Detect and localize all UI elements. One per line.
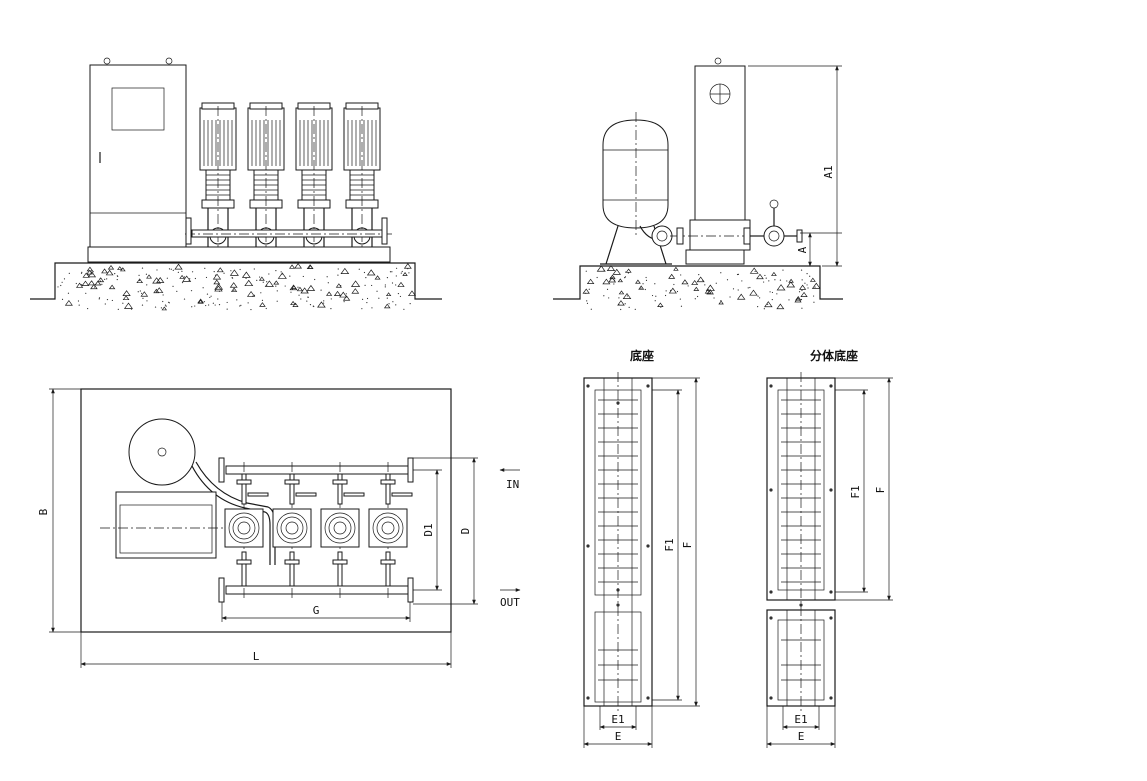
base-f-label: F: [681, 542, 694, 549]
dimension-a1-label: A1: [822, 165, 835, 178]
dimension-b-label: B: [37, 508, 50, 515]
pressure-tank: [602, 119, 669, 229]
base-f1-label: F1: [663, 538, 676, 551]
side-view: A1 A: [553, 57, 843, 311]
plan-pump-1: [224, 462, 269, 598]
plan-pump-3: [320, 462, 365, 598]
front-base-frame: [87, 246, 391, 263]
plan-pump-4: [368, 462, 413, 598]
control-cabinet: [89, 64, 187, 248]
plan-cabinet: [115, 491, 217, 559]
plan-pressure-tank: [128, 418, 196, 486]
dimension-l-label: L: [253, 650, 260, 663]
base-e-label: E: [615, 730, 622, 743]
split-f-label: F: [874, 487, 887, 494]
front-pump-2: [247, 102, 285, 250]
side-foundation-outline: [553, 265, 843, 300]
dimension-a-label: A: [796, 246, 809, 253]
base-caption: 底座: [630, 348, 654, 363]
inlet-label: IN: [506, 478, 519, 491]
plan-outlet-manifold: [225, 585, 413, 595]
dimension-d1-label: D1: [422, 523, 435, 536]
front-foundation-outline: [30, 262, 442, 300]
outlet-label: OUT: [500, 596, 520, 609]
front-pumps: [199, 102, 381, 250]
side-gravel-pattern: [582, 265, 821, 311]
side-base: [685, 249, 745, 265]
split-f1-label: F1: [849, 485, 862, 498]
dimension-g-label: G: [313, 604, 320, 617]
base-drawing: 底座 F1 F E1 E: [583, 348, 700, 748]
front-gravel-pattern: [57, 262, 417, 311]
base-e1-label: E1: [611, 713, 624, 726]
split-e1-label: E1: [794, 713, 807, 726]
front-pump-4: [343, 102, 381, 250]
plan-view: B L G D1 D IN OUT: [37, 388, 521, 668]
plan-pumps: [224, 462, 413, 598]
front-pump-3: [295, 102, 333, 250]
split-e-label: E: [798, 730, 805, 743]
dimension-d-label: D: [459, 528, 472, 535]
plan-pump-2: [272, 462, 317, 598]
plan-inlet-manifold: [225, 465, 413, 475]
front-discharge-manifold: [191, 229, 383, 238]
front-pump-1: [199, 102, 237, 250]
plan-foundation: [80, 388, 452, 633]
split-base-drawing: 分体底座 F1 F E1 E: [766, 348, 893, 748]
split-base-caption: 分体底座: [810, 348, 858, 363]
side-pump-body: [689, 219, 751, 251]
front-view: [30, 57, 442, 311]
cabinet-display-window: [111, 87, 165, 131]
